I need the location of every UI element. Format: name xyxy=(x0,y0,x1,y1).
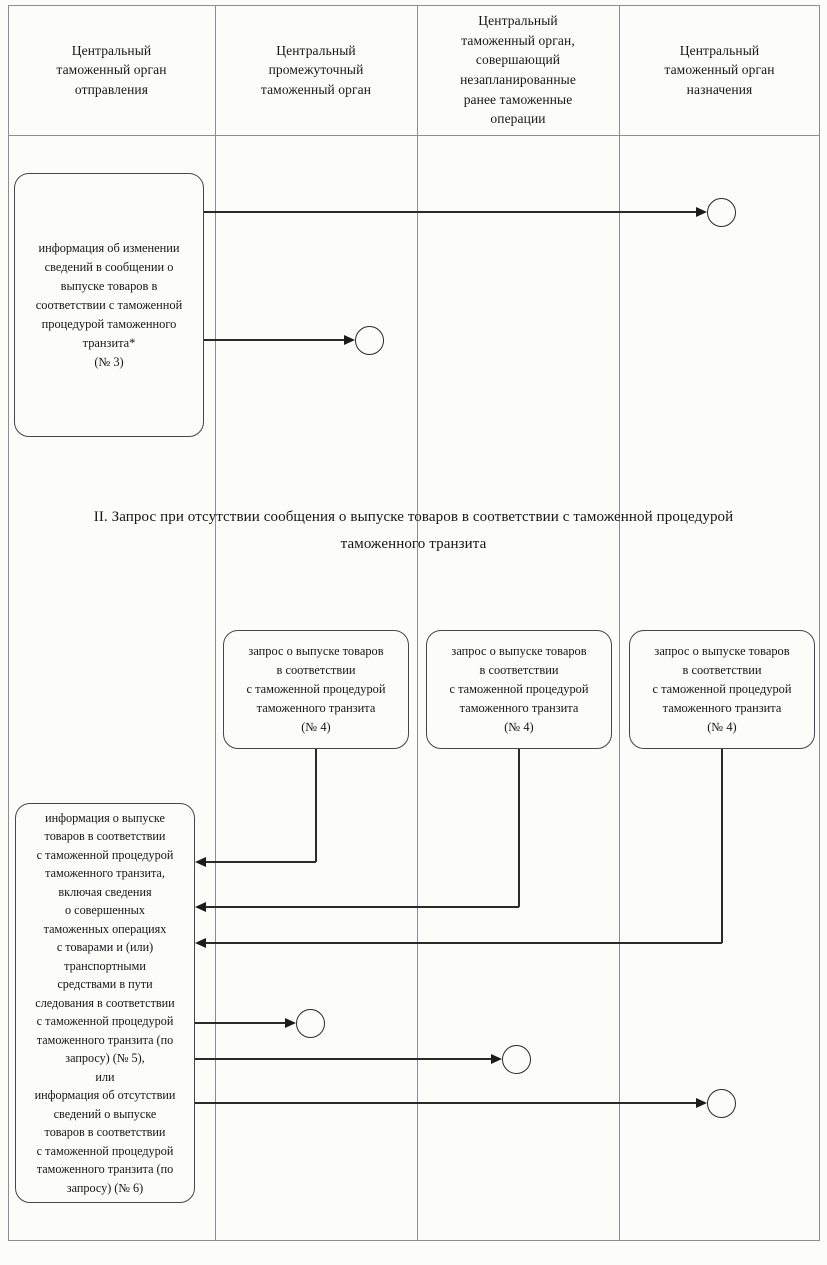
connector-line xyxy=(206,861,316,863)
connector-line xyxy=(195,1058,492,1060)
lane-header-unplanned-operations: Центральный таможенный орган, совершающи… xyxy=(460,13,576,127)
arrowhead-left-icon xyxy=(195,857,206,867)
lane-header-intermediate: Центральный промежуточный таможенный орг… xyxy=(260,42,372,97)
event-circle-destination-bottom xyxy=(707,1089,736,1118)
task-box-change-info: информация об изменении сведений в сообщ… xyxy=(14,173,204,437)
table-outer-border xyxy=(8,5,820,1241)
connector-line xyxy=(721,749,723,943)
task-box-query-intermediate: запрос о выпуске товаров в соответствии … xyxy=(223,630,409,749)
task-box-query-unplanned: запрос о выпуске товаров в соответствии … xyxy=(426,630,612,749)
connector-line xyxy=(195,1022,286,1024)
arrowhead-left-icon xyxy=(195,902,206,912)
event-circle-intermediate-top xyxy=(355,326,384,355)
connector-line xyxy=(204,339,345,341)
arrowhead-right-icon xyxy=(285,1018,296,1028)
arrowhead-right-icon xyxy=(344,335,355,345)
task-box-query-destination: запрос о выпуске товаров в соответствии … xyxy=(629,630,815,749)
event-circle-destination-top xyxy=(707,198,736,227)
event-circle-unplanned-bottom xyxy=(502,1045,531,1074)
lane-divider xyxy=(417,5,418,1240)
arrowhead-right-icon xyxy=(696,1098,707,1108)
arrowhead-left-icon xyxy=(195,938,206,948)
lane-header-departure: Центральный таможенный орган отправления xyxy=(56,42,167,97)
arrowhead-right-icon xyxy=(491,1054,502,1064)
section-title: II. Запрос при отсутствии сообщения о вы… xyxy=(93,509,734,552)
connector-line xyxy=(204,211,697,213)
task-box-release-info: информация о выпуске товаров в соответст… xyxy=(15,803,195,1203)
lane-divider xyxy=(619,5,620,1240)
lane-header-destination: Центральный таможенный орган назначения xyxy=(664,42,775,97)
connector-line xyxy=(195,1102,697,1104)
header-bottom-line xyxy=(8,135,819,136)
connector-line xyxy=(206,942,722,944)
event-circle-intermediate-bottom xyxy=(296,1009,325,1038)
lane-divider xyxy=(215,5,216,1240)
connector-line xyxy=(206,906,519,908)
arrowhead-right-icon xyxy=(696,207,707,217)
connector-line xyxy=(315,749,317,862)
connector-line xyxy=(518,749,520,907)
